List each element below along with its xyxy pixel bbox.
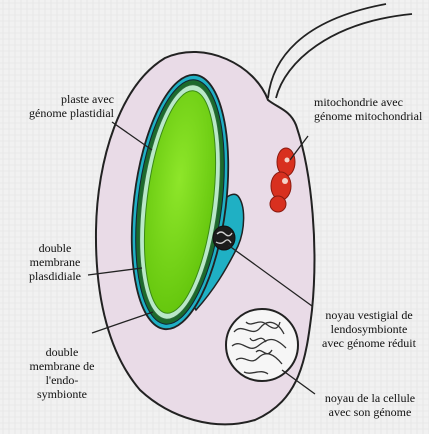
label-plaste: plaste avec génome plastidial	[14, 92, 114, 120]
label-noyau-vestigial: noyau vestigial de lendosymbionte avec g…	[310, 308, 428, 350]
label-mitochondrie: mitochondrie avec génome mitochondrial	[314, 95, 426, 123]
label-double-membrane-plastidiale: double membrane plasdidiale	[18, 241, 92, 283]
host-nucleus	[226, 309, 298, 381]
label-noyau-cellule: noyau de la cellule avec son génome	[312, 391, 428, 419]
vestigial-nucleus	[213, 226, 235, 250]
label-double-membrane-endosymbionte: double membrane de l'endo- symbionte	[22, 345, 102, 401]
